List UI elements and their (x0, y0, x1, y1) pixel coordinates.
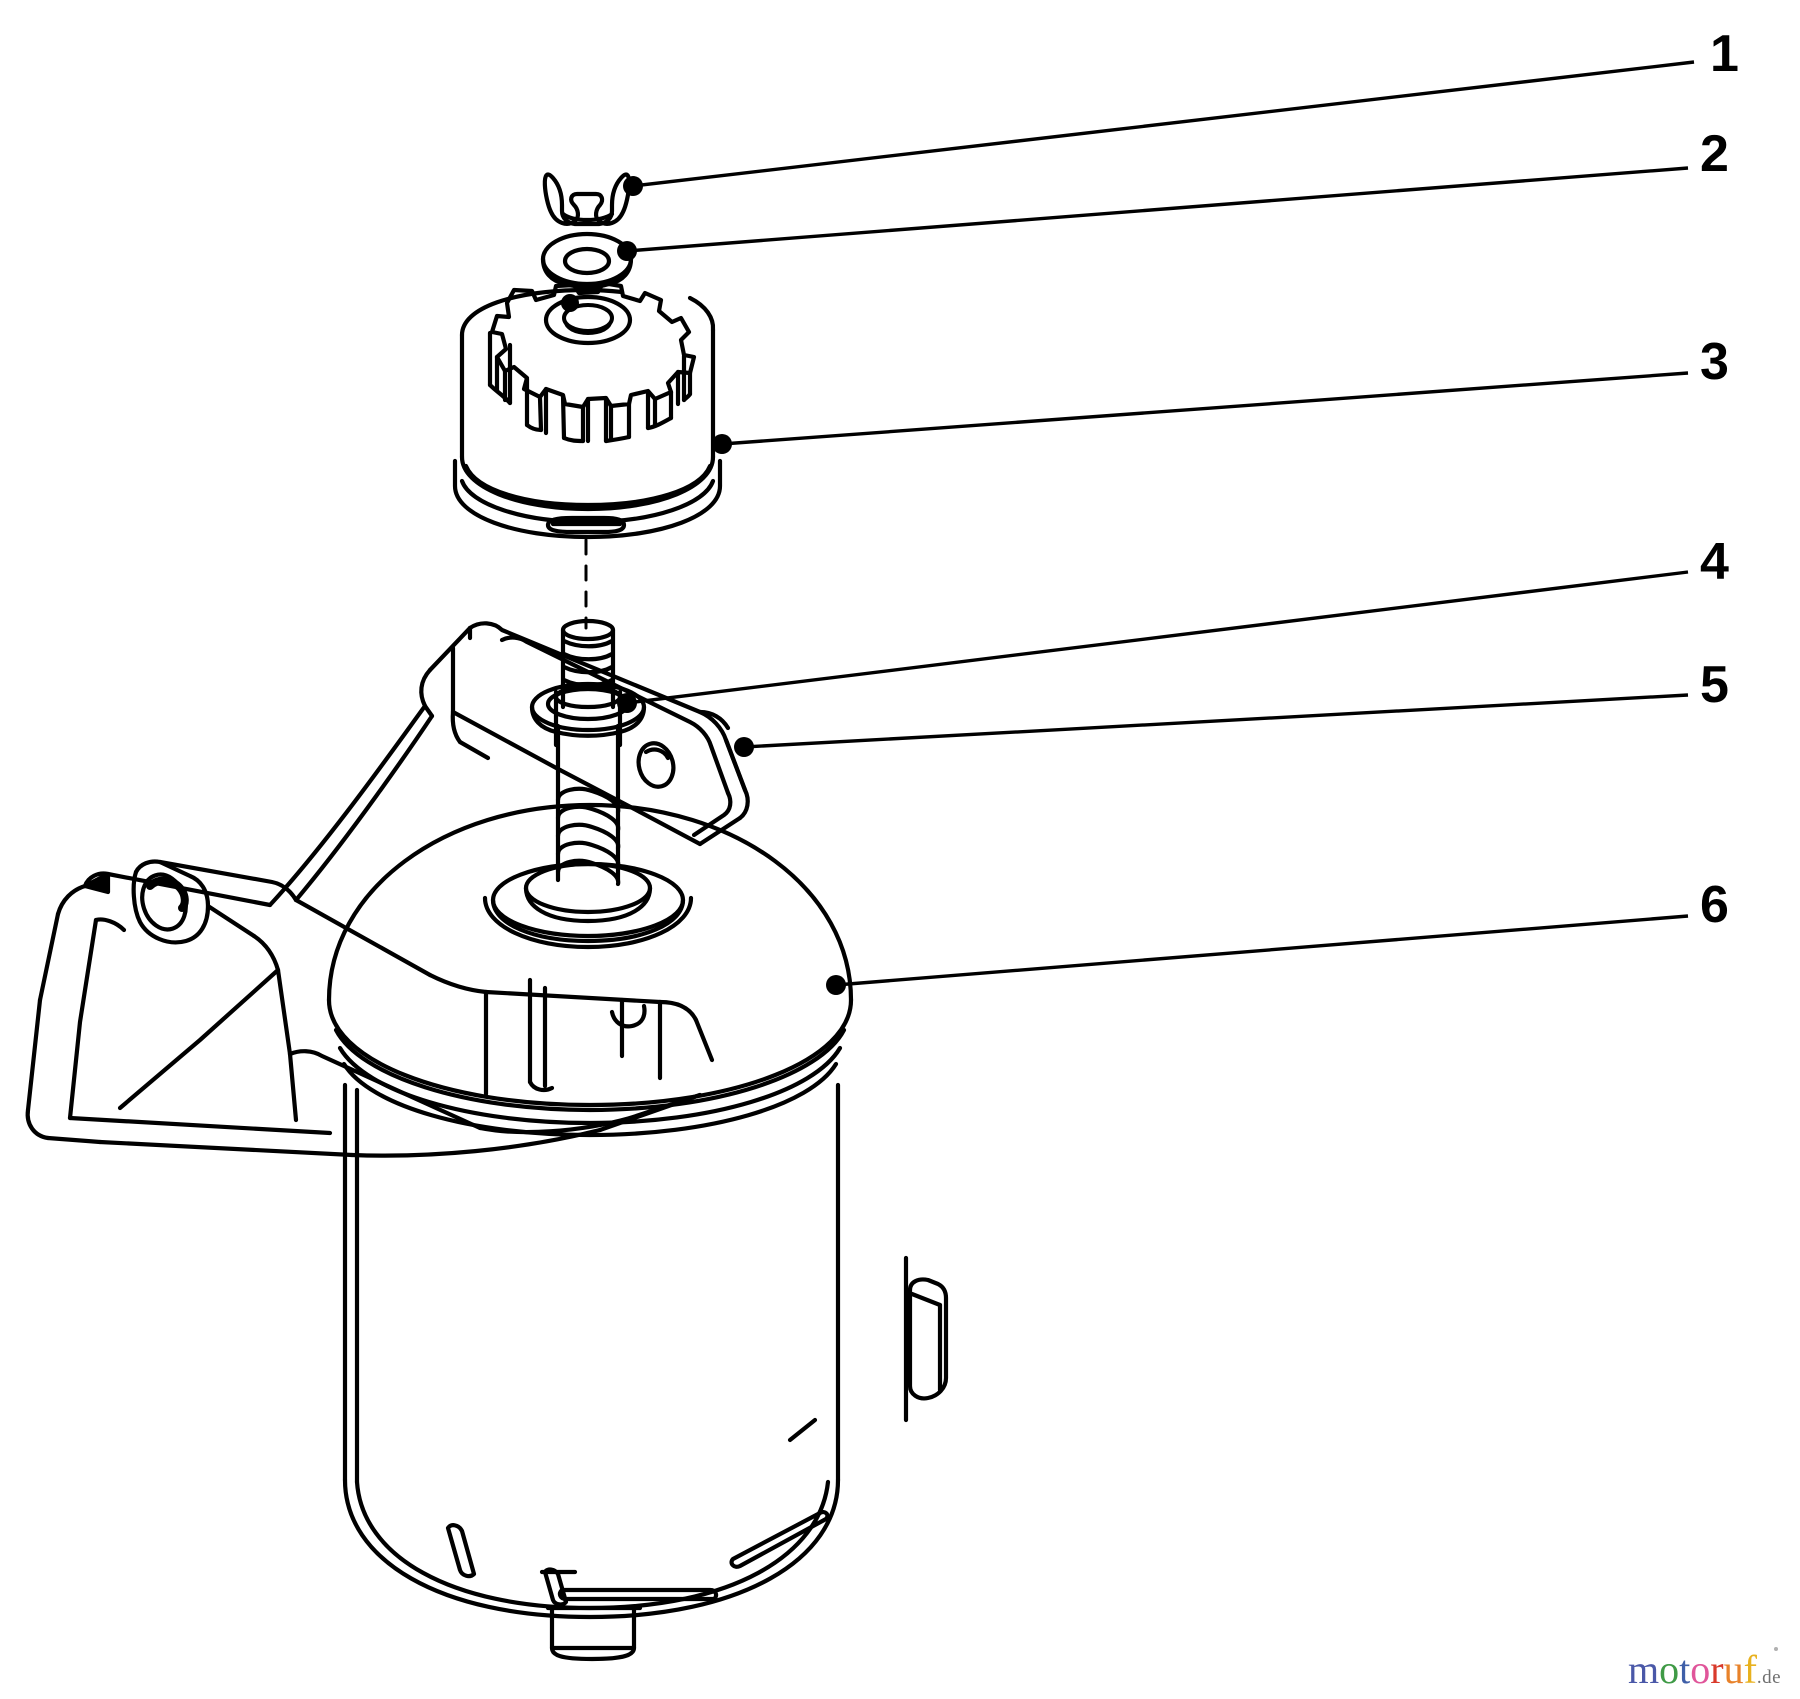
watermark-letter-f: f (1743, 1647, 1757, 1692)
watermark-letter-t: t (1679, 1647, 1691, 1692)
leader-dot-5 (734, 737, 754, 757)
watermark-tld: .de (1756, 1667, 1782, 1688)
watermark-letter-r: r (1710, 1647, 1724, 1692)
leader-dot-6 (826, 975, 846, 995)
callout-label-4: 4 (1700, 533, 1729, 591)
leader-dot-4 (617, 693, 637, 713)
motor-end-bell (482, 861, 694, 950)
watermark-letter-u: u (1723, 1647, 1744, 1692)
leader-dot-1 (623, 176, 643, 196)
callout-label-3: 3 (1700, 333, 1729, 391)
part-starter-motor-housing (326, 802, 949, 1662)
callout-leader-lines (626, 60, 1695, 987)
watermark-letter-o2: o (1690, 1647, 1711, 1692)
part-retaining-e-clip (542, 172, 632, 227)
leader-dot-3 (712, 434, 732, 454)
leader-dot-2 (617, 241, 637, 261)
leader-line-4 (626, 570, 1689, 705)
callout-label-5: 5 (1700, 656, 1729, 714)
watermark-dot-accent (1774, 1647, 1778, 1651)
watermark-letter-o1: o (1659, 1647, 1680, 1692)
leader-line-5 (743, 693, 1689, 749)
watermark-letter-m: m (1628, 1647, 1660, 1692)
part-starter-drive-pinion (452, 280, 723, 540)
leader-line-2 (626, 166, 1689, 253)
part-mounting-bracket (25, 621, 750, 1158)
callout-label-1: 1 (1710, 25, 1739, 83)
leader-line-1 (632, 60, 1695, 188)
part-thrust-washer (529, 681, 647, 738)
leader-dot-3b (561, 294, 579, 312)
motoruf-watermark: motoruf.de (1628, 1647, 1782, 1698)
callout-label-2: 2 (1700, 125, 1729, 183)
callout-leader-dots (561, 176, 846, 995)
callout-label-6: 6 (1700, 876, 1729, 934)
leader-line-3 (721, 371, 1689, 446)
leader-line-6 (835, 914, 1689, 987)
